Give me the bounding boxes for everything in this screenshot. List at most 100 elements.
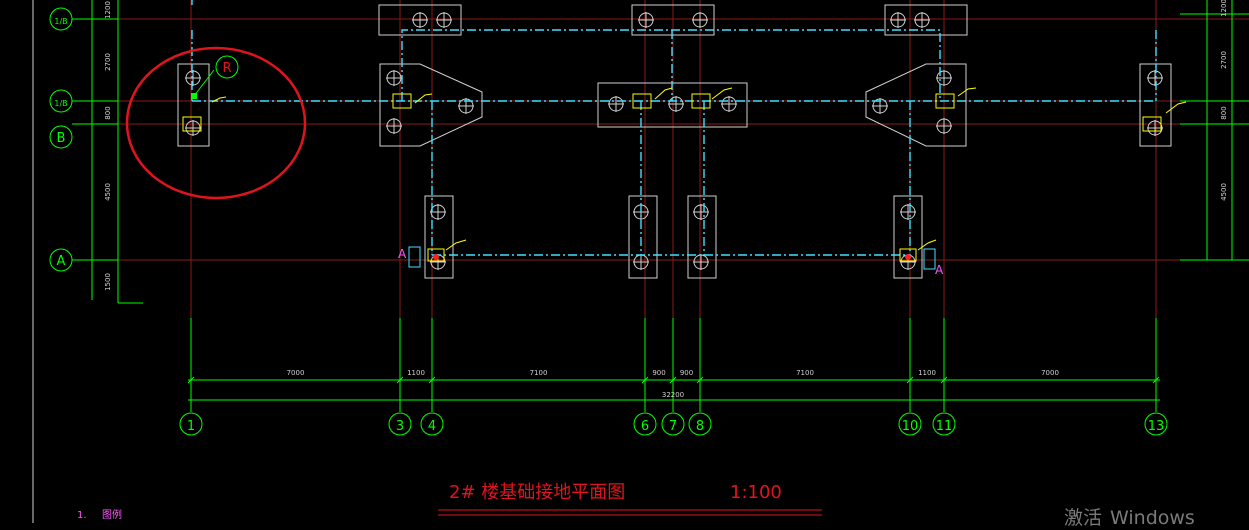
title-block: 2# 楼基础接地平面图 1:100 bbox=[438, 482, 822, 516]
footings bbox=[177, 4, 1172, 279]
section-label-right: A bbox=[935, 263, 944, 277]
dim-span-0: 7000 bbox=[287, 369, 305, 377]
dim-left-2700: 2700 bbox=[104, 53, 112, 71]
dim-tick-2 bbox=[428, 376, 436, 384]
footing-4-a[interactable] bbox=[424, 195, 454, 279]
ground-point-4a[interactable] bbox=[433, 254, 439, 260]
dim-tick-7 bbox=[940, 376, 948, 384]
axis-label-6: 6 bbox=[641, 419, 649, 434]
activation-watermark: 激活 Windows bbox=[1064, 503, 1203, 530]
highlight-ellipse bbox=[125, 46, 307, 200]
grid-lines bbox=[72, 0, 1249, 412]
axis-label-3: 3 bbox=[396, 419, 404, 434]
axis-label-13: 13 bbox=[1148, 419, 1165, 434]
dim-tick-1 bbox=[396, 376, 404, 384]
dim-span-2: 7100 bbox=[530, 369, 548, 377]
watermark-line-1: 激活 bbox=[1064, 507, 1103, 529]
test-point-leader bbox=[193, 69, 215, 97]
axis-bubble-h-0[interactable] bbox=[49, 7, 73, 31]
dim-right-800: 800 bbox=[1220, 106, 1228, 119]
axis-label-4: 4 bbox=[428, 419, 436, 434]
cap-marker-10a[interactable] bbox=[899, 248, 917, 262]
axis-bubble-11[interactable] bbox=[932, 412, 956, 436]
dim-right-2700: 2700 bbox=[1220, 51, 1228, 69]
dim-left-800: 800 bbox=[104, 106, 112, 119]
section-box-right bbox=[923, 248, 936, 270]
axis-bubbles-horizontal: 1/B 1/B B A bbox=[49, 7, 73, 272]
bottom-dimension-system: 32200 bbox=[188, 379, 1160, 401]
conductor-top-loop[interactable] bbox=[401, 29, 941, 101]
test-point-bubble bbox=[215, 55, 239, 79]
note-number: 1. bbox=[77, 510, 87, 521]
axis-bubble-h-1[interactable] bbox=[49, 89, 73, 113]
footing-11-b[interactable] bbox=[865, 63, 967, 147]
axis-label-8: 8 bbox=[696, 419, 704, 434]
dim-tick-4 bbox=[669, 376, 677, 384]
dim-span-5: 7100 bbox=[796, 369, 814, 377]
ground-point-10a[interactable] bbox=[905, 254, 911, 260]
axis-label-1: 1 bbox=[187, 419, 195, 434]
dim-tick-end bbox=[1152, 376, 1160, 384]
cap-marker-6[interactable] bbox=[632, 93, 652, 109]
axis-bubble-4[interactable] bbox=[420, 412, 444, 436]
axis-bubble-8[interactable] bbox=[688, 412, 712, 436]
footing-7-top[interactable] bbox=[631, 4, 715, 36]
axis-bubble-h-2[interactable] bbox=[49, 125, 73, 149]
dim-tick-5 bbox=[696, 376, 704, 384]
cap-marker-4a[interactable] bbox=[427, 248, 445, 262]
footing-10-a[interactable] bbox=[893, 195, 923, 279]
dim-tick-0 bbox=[187, 376, 195, 384]
axis-label-h-0: 1/B bbox=[54, 17, 67, 26]
cap-marker-8[interactable] bbox=[691, 93, 711, 109]
pile-cap-markers bbox=[182, 87, 1187, 262]
axis-label-h-1: 1/B bbox=[54, 99, 67, 108]
drawing-title: 2# 楼基础接地平面图 bbox=[449, 482, 625, 503]
footing-8-a[interactable] bbox=[687, 195, 717, 279]
dim-tick-3 bbox=[641, 376, 649, 384]
axis-bubble-13[interactable] bbox=[1144, 412, 1168, 436]
watermark-line-2: Windows bbox=[1110, 507, 1195, 529]
axis-label-11: 11 bbox=[936, 419, 953, 434]
axis-label-h-3: A bbox=[57, 254, 66, 269]
grounding-points bbox=[433, 254, 911, 260]
dim-span-3: 900 bbox=[652, 369, 665, 377]
dim-right-1200: 1200 bbox=[1220, 0, 1228, 17]
footing-6-a[interactable] bbox=[628, 195, 658, 279]
side-dimension-texts: 1200 2700 800 4500 1500 1200 2700 800 45… bbox=[104, 0, 1228, 291]
highlight-label: R bbox=[222, 61, 231, 76]
axis-label-10: 10 bbox=[902, 419, 919, 434]
section-box-left bbox=[408, 246, 421, 268]
dim-total-text: 32200 bbox=[662, 391, 684, 399]
dim-right-4500: 4500 bbox=[1220, 183, 1228, 201]
axis-bubble-6[interactable] bbox=[633, 412, 657, 436]
piles bbox=[185, 12, 1163, 270]
axis-bubble-1[interactable] bbox=[179, 412, 203, 436]
dim-span-1: 1100 bbox=[407, 369, 425, 377]
axis-bubble-3[interactable] bbox=[388, 412, 412, 436]
dim-tick-6 bbox=[906, 376, 914, 384]
drawing-scale: 1:100 bbox=[730, 482, 782, 503]
notes: 1. 图例 bbox=[77, 508, 122, 521]
side-dimension-lines bbox=[72, 0, 1249, 304]
axis-label-h-2: B bbox=[57, 131, 66, 146]
footing-11-top[interactable] bbox=[884, 4, 968, 36]
footing-3-b[interactable] bbox=[379, 63, 483, 147]
cap-marker-3[interactable] bbox=[392, 93, 412, 109]
cap-marker-13[interactable] bbox=[1142, 116, 1162, 132]
cap-marker-1[interactable] bbox=[182, 116, 202, 132]
axis-bubble-7[interactable] bbox=[661, 412, 685, 436]
section-markers: A A bbox=[398, 246, 944, 277]
cap-marker-11[interactable] bbox=[935, 93, 955, 109]
axis-bubble-h-3[interactable] bbox=[49, 248, 73, 272]
grounding-conductors bbox=[191, 0, 1157, 256]
footing-3-top[interactable] bbox=[378, 4, 462, 36]
axis-label-7: 7 bbox=[669, 419, 677, 434]
note-text: 图例 bbox=[102, 508, 122, 521]
dim-span-7: 7000 bbox=[1041, 369, 1059, 377]
axis-bubble-10[interactable] bbox=[898, 412, 922, 436]
footing-1-b[interactable] bbox=[177, 63, 210, 147]
